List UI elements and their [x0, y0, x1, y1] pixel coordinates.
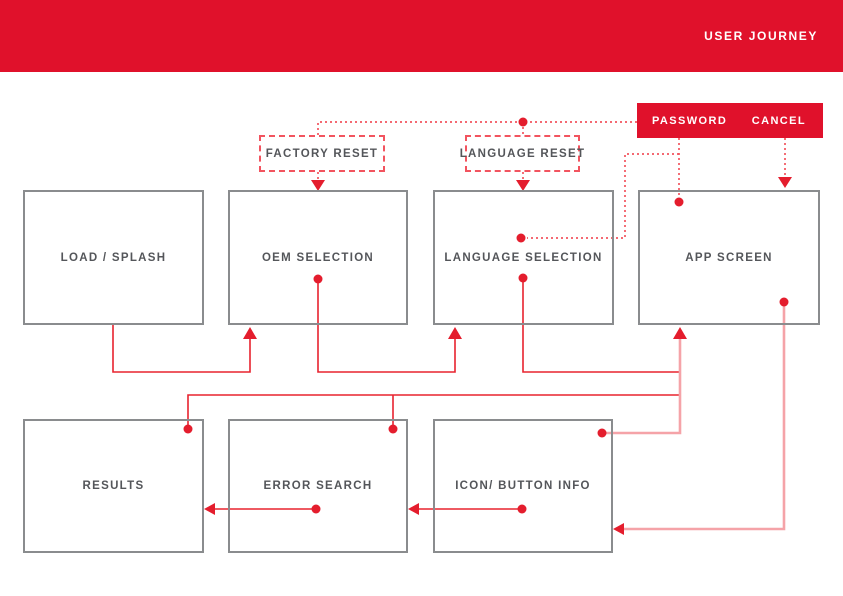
dot-language-reset-branch: [518, 117, 528, 127]
page-title: USER JOURNEY: [704, 29, 818, 43]
screen-label: APP SCREEN: [685, 251, 773, 264]
screen-app-screen: APP SCREEN: [638, 190, 820, 325]
screen-load-splash: LOAD / SPLASH: [23, 190, 204, 325]
cancel-node: CANCEL: [751, 114, 806, 127]
password-node: PASSWORD: [652, 114, 728, 127]
connector-app-to-iconinfo: [621, 302, 786, 531]
node-label: LANGUAGE RESET: [459, 147, 586, 160]
password-cancel-bar: PASSWORD CANCEL: [637, 103, 823, 138]
screen-label: OEM SELECTION: [261, 251, 375, 264]
arrowhead-into-errorsearch-right: [408, 503, 419, 515]
connector-iconinfo-to-app: [602, 330, 682, 435]
node-label: FACTORY RESET: [265, 147, 379, 160]
screen-label: LOAD / SPLASH: [60, 251, 167, 264]
screen-oem-selection: OEM SELECTION: [228, 190, 408, 325]
screen-label: RESULTS: [82, 480, 145, 492]
arrowhead-into-app-bottom: [673, 327, 687, 339]
node-language-reset: LANGUAGE RESET: [460, 135, 584, 172]
arrowhead-into-language-bottom: [448, 327, 462, 339]
screen-language-selection: LANGUAGE SELECTION: [433, 190, 614, 325]
screen-error-search: ERROR SEARCH: [228, 419, 408, 553]
screen-label: LANGUAGE SELECTION: [444, 251, 603, 264]
node-factory-reset: FACTORY RESET: [259, 135, 385, 172]
arrowhead-into-iconinfo-right: [613, 523, 624, 535]
arrowhead-into-app-top: [778, 177, 792, 188]
connector-dotted-top-to-password: [317, 121, 637, 135]
arrowhead-into-oem-bottom: [243, 327, 257, 339]
screen-label: ICON/ BUTTON INFO: [455, 480, 591, 492]
connector-load-to-oem: [112, 325, 251, 373]
arrowhead-into-results-right: [204, 503, 215, 515]
screen-results: RESULTS: [23, 419, 204, 553]
header-bar: USER JOURNEY: [0, 0, 843, 72]
screen-label: ERROR SEARCH: [263, 480, 373, 492]
screen-icon-button-info: ICON/ BUTTON INFO: [433, 419, 613, 553]
